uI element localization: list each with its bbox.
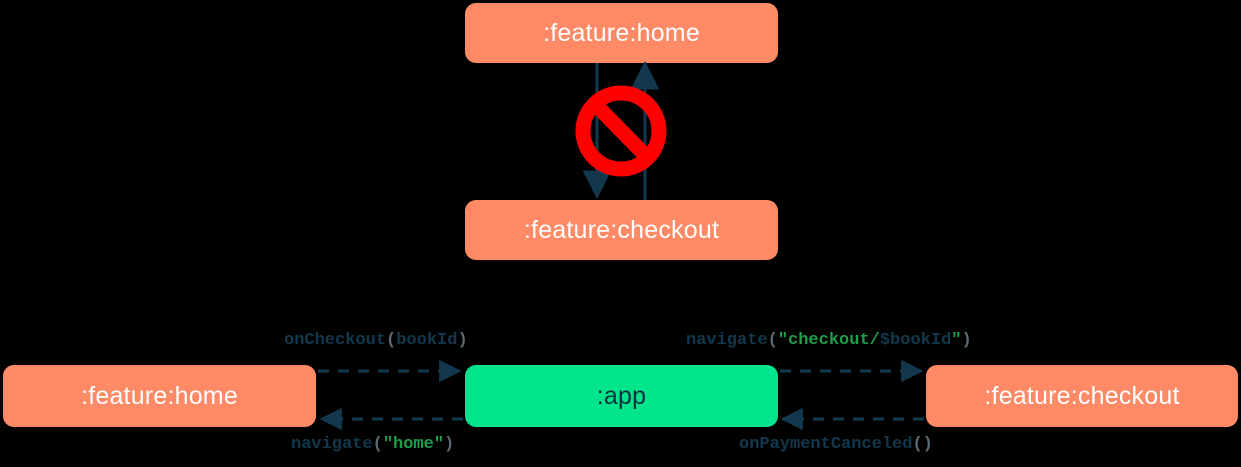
token-paren: ( — [767, 331, 778, 350]
token-paren: ) — [457, 331, 468, 350]
node-label: :feature:home — [81, 381, 238, 410]
token-var: bookId — [396, 331, 458, 350]
node-label: :app — [596, 381, 647, 410]
edge-label-on-payment-canceled: onPaymentCanceled() — [739, 435, 933, 454]
node-feature-home-bottom[interactable]: :feature:home — [3, 365, 316, 427]
token-string: "home" — [382, 435, 445, 454]
edge-label-on-checkout: onCheckout(bookId) — [284, 331, 468, 350]
no-entry-icon — [575, 85, 667, 177]
token-string: " — [951, 331, 962, 350]
token-fn: onCheckout — [284, 331, 387, 350]
token-paren: ( — [386, 331, 397, 350]
node-feature-checkout-bottom[interactable]: :feature:checkout — [926, 365, 1238, 427]
token-paren: () — [912, 435, 933, 454]
node-label: :feature:home — [543, 18, 700, 47]
edge-label-navigate-home: navigate("home") — [291, 435, 454, 454]
token-fn: onPaymentCanceled — [739, 435, 913, 454]
node-feature-checkout-top[interactable]: :feature:checkout — [465, 200, 778, 260]
token-paren: ) — [961, 331, 972, 350]
token-var: $bookId — [879, 331, 952, 350]
token-fn: navigate — [291, 435, 373, 454]
node-label: :feature:checkout — [984, 381, 1180, 410]
token-paren: ( — [372, 435, 383, 454]
node-app[interactable]: :app — [465, 365, 778, 427]
token-paren: ) — [444, 435, 455, 454]
token-string: "checkout/ — [777, 331, 880, 350]
edge-label-navigate-checkout: navigate("checkout/$bookId") — [686, 331, 972, 350]
node-label: :feature:checkout — [523, 215, 720, 244]
node-feature-home-top[interactable]: :feature:home — [465, 3, 778, 63]
token-fn: navigate — [686, 331, 768, 350]
